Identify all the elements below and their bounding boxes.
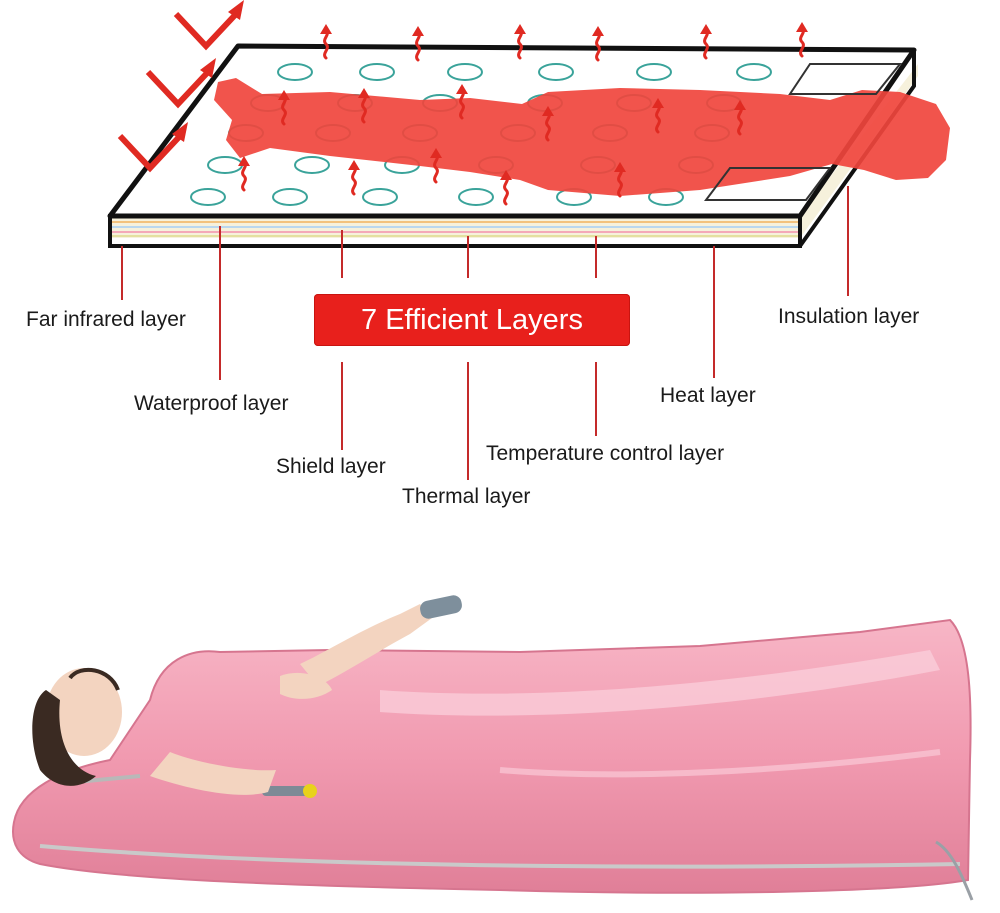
label-thermal-layer: Thermal layer: [402, 485, 531, 508]
person-arm-side: [150, 752, 276, 795]
label-heat-layer: Heat layer: [660, 384, 756, 407]
leader-lines: [121, 186, 849, 480]
controller-plug: [262, 786, 308, 796]
layered-mat: [107, 0, 950, 248]
efficient-layers-badge: 7 Efficient Layers: [314, 294, 630, 346]
label-shield-layer: Shield layer: [276, 455, 386, 478]
label-far-infrared-layer: Far infrared layer: [26, 308, 186, 331]
person-hair-top: [68, 668, 120, 691]
pillow-outline: [788, 63, 903, 95]
person-hair: [32, 690, 96, 786]
blanket-zipper: [39, 844, 961, 869]
person-face: [46, 668, 122, 756]
pillow-outline: [704, 167, 832, 201]
label-waterproof-layer: Waterproof layer: [134, 392, 289, 415]
blanket-fold: [499, 749, 941, 778]
body-silhouette: [214, 78, 950, 196]
label-insulation-layer: Insulation layer: [778, 305, 920, 328]
label-temperature-control-layer: Temperature control layer: [486, 442, 725, 465]
mat-layer-edge: [108, 64, 918, 238]
remote-control-icon: [420, 595, 462, 619]
sauna-blanket-illustration: [12, 595, 974, 901]
blanket-sheen: [380, 650, 940, 716]
blanket-body: [12, 618, 972, 894]
controller-plug-tip: [303, 784, 317, 798]
mat-side-edge: [798, 50, 916, 248]
person-hand: [280, 672, 332, 699]
person-arm-raised: [300, 604, 432, 686]
power-cable: [935, 840, 974, 901]
